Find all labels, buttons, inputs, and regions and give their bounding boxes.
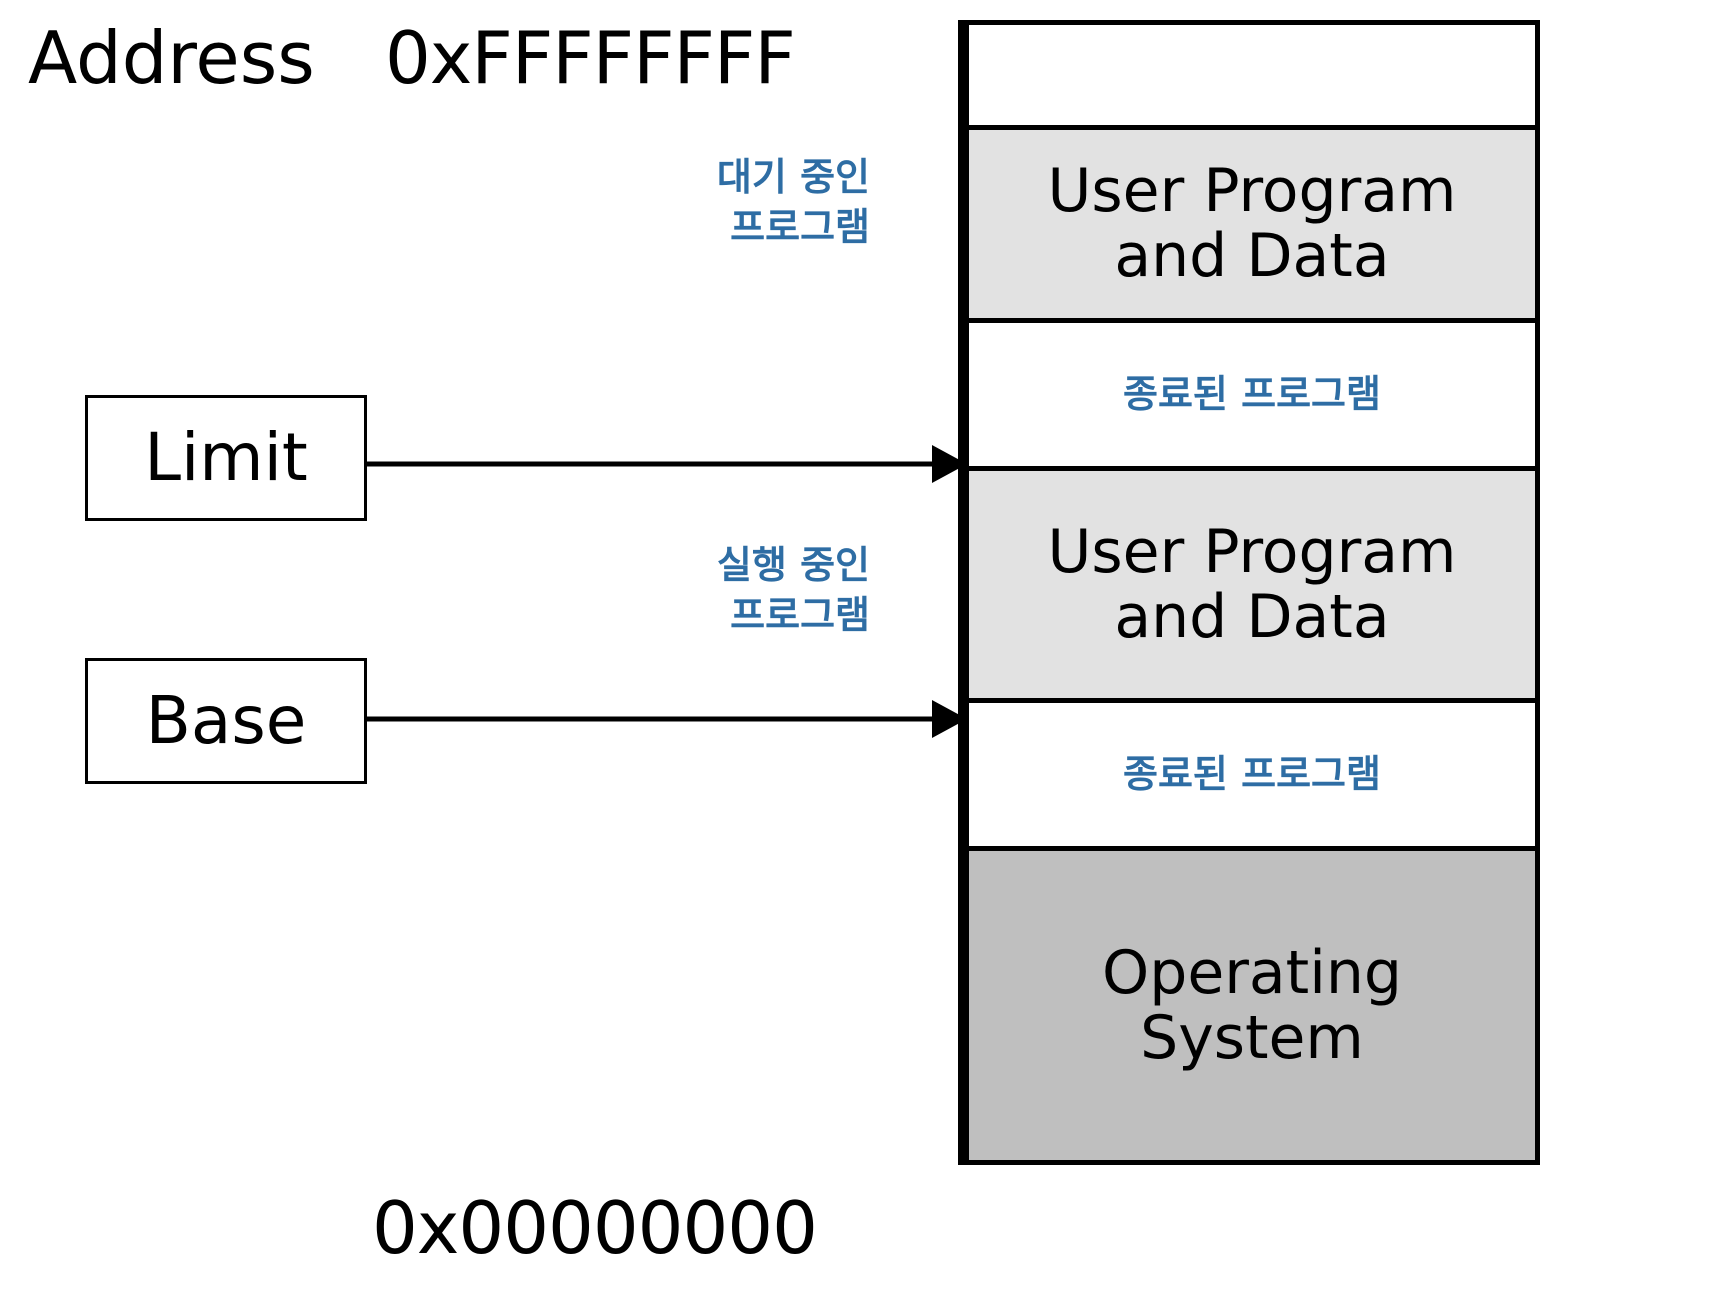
memory-block-terminated-upper: 종료된 프로그램 <box>969 323 1535 471</box>
memory-block-operating-system: Operating System <box>969 851 1535 1160</box>
memory-block-operating-system-label: Operating System <box>1102 937 1402 1073</box>
memory-block-user-program-upper-label: User Program and Data <box>1047 156 1457 291</box>
base-register-label: Base <box>145 682 307 759</box>
base-pointer-arrow-icon <box>367 692 967 746</box>
memory-block-terminated-lower-label: 종료된 프로그램 <box>1123 751 1381 796</box>
base-arrow-svg <box>367 700 967 738</box>
address-top-value: 0xFFFFFFFF <box>385 16 796 100</box>
annotation-running-program: 실행 중인 프로그램 <box>716 543 870 638</box>
limit-pointer-arrow-icon <box>367 437 967 491</box>
memory-block-user-program-running-label: User Program and Data <box>1047 516 1457 652</box>
limit-arrow-svg <box>367 445 967 483</box>
limit-register-label: Limit <box>144 419 308 496</box>
memory-column: User Program and Data 종료된 프로그램 User Prog… <box>958 20 1540 1165</box>
limit-register-box[interactable]: Limit <box>85 395 367 521</box>
memory-block-free-top <box>969 25 1535 130</box>
base-register-box[interactable]: Base <box>85 658 367 784</box>
memory-block-user-program-upper: User Program and Data <box>969 130 1535 323</box>
memory-block-terminated-upper-label: 종료된 프로그램 <box>1123 371 1381 416</box>
address-bottom-value: 0x00000000 <box>372 1186 818 1270</box>
memory-block-terminated-lower: 종료된 프로그램 <box>969 703 1535 851</box>
memory-block-user-program-running: User Program and Data <box>969 471 1535 703</box>
annotation-waiting-program: 대기 중인 프로그램 <box>716 155 870 250</box>
address-caption-label: Address <box>28 16 315 100</box>
